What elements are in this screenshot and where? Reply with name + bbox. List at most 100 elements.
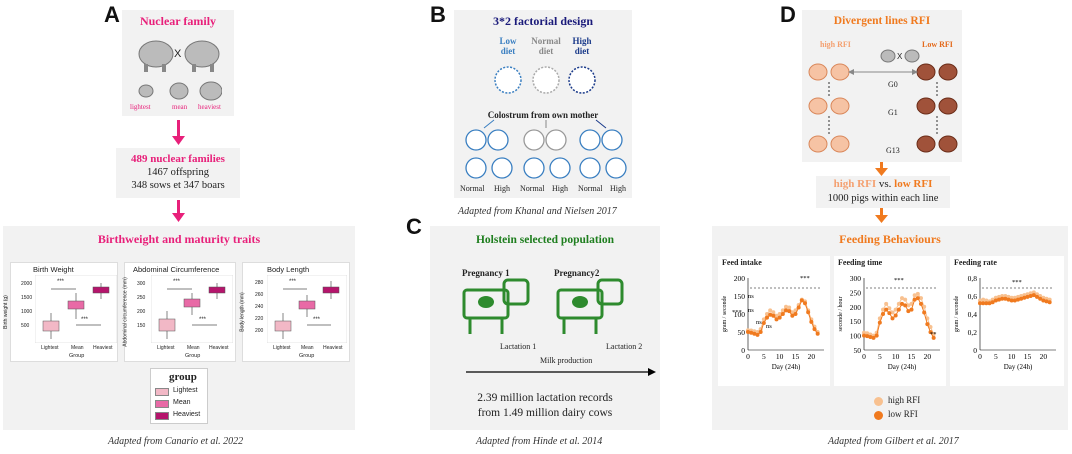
sig-label: *** xyxy=(81,317,89,323)
y-tick-label: 100 xyxy=(734,310,746,319)
y-tick-label: 150 xyxy=(734,292,746,301)
rfi-title: Divergent lines RFI xyxy=(833,15,931,27)
x-tick-label: 0 xyxy=(746,352,750,361)
data-point-low-rfi xyxy=(931,335,936,340)
data-point-low-rfi xyxy=(1035,294,1039,299)
data-point-low-rfi xyxy=(780,312,785,316)
chart-title: Feeding rate xyxy=(954,258,997,267)
y-tick-label: 200 xyxy=(734,274,746,283)
boxplot-plot xyxy=(267,275,347,343)
data-point-low-rfi xyxy=(865,334,870,339)
data-point-high-rfi xyxy=(900,296,904,301)
caption-d: Adapted from Gilbert et al. 2017 xyxy=(828,436,959,447)
data-point-low-rfi xyxy=(978,301,982,306)
xtick: Heaviest xyxy=(93,345,113,351)
data-point-low-rfi xyxy=(871,335,876,340)
series-line-low-rfi xyxy=(747,299,819,336)
sig-label: *** xyxy=(57,279,65,285)
lamb-label: High xyxy=(610,184,626,193)
annotation-label: ** xyxy=(930,331,937,338)
feeding-title: Feeding Behaviours xyxy=(839,232,941,246)
cross-symbol: X xyxy=(897,52,903,61)
ewe-lamb-diagram xyxy=(465,66,627,179)
lactation1-label: Lactation 1 xyxy=(500,342,537,351)
data-point-low-rfi xyxy=(787,309,792,314)
milk-arrow xyxy=(466,368,656,376)
families-line1: 1467 offspring xyxy=(147,167,209,178)
data-point-low-rfi xyxy=(1031,293,1036,298)
low-rfi-label: Low RFI xyxy=(922,40,953,49)
y-tick-label: 250 xyxy=(850,288,862,297)
boxplot-plot xyxy=(35,275,117,343)
x-tick-label: 15 xyxy=(1024,352,1032,361)
data-point-high-rfi xyxy=(896,301,901,306)
data-point-high-rfi xyxy=(893,307,898,312)
y-tick-label: 0,6 xyxy=(968,292,978,301)
data-point-high-rfi xyxy=(903,297,908,302)
data-point-low-rfi xyxy=(881,312,885,316)
x-axis-label: Day (24h) xyxy=(888,363,917,371)
data-point-high-rfi xyxy=(887,306,892,311)
xtick: Lightest xyxy=(273,345,291,351)
y-tick-label: 0,2 xyxy=(968,328,978,337)
legend-label: Lightest xyxy=(173,387,198,394)
data-point-high-rfi xyxy=(862,330,866,335)
data-point-low-rfi xyxy=(903,303,908,308)
y-tick-label: 200 xyxy=(850,303,862,312)
arrow-down-1 xyxy=(177,120,180,140)
pig-label-heaviest: heaviest xyxy=(198,103,221,111)
data-point-low-rfi xyxy=(987,301,992,306)
x-axis-label: Day (24h) xyxy=(1004,363,1033,371)
panel-b-letter: B xyxy=(430,2,446,27)
x-tick-label: 5 xyxy=(762,352,766,361)
xtick: Heaviest xyxy=(209,345,229,351)
y-tick-label: 50 xyxy=(854,346,862,355)
panel-d-letter: D xyxy=(780,2,796,27)
lamb-label: High xyxy=(494,184,510,193)
legend-dot-high xyxy=(874,397,883,406)
x-tick-label: 15 xyxy=(792,352,800,361)
data-point-high-rfi xyxy=(906,303,911,308)
data-point-low-rfi xyxy=(874,333,879,338)
lamb-label: Normal xyxy=(578,184,603,193)
legend-label: low RFI xyxy=(888,409,918,419)
data-point-low-rfi xyxy=(981,301,986,306)
data-point-high-rfi xyxy=(774,313,779,318)
data-point-low-rfi xyxy=(1022,295,1027,300)
data-point-low-rfi xyxy=(1009,298,1014,303)
legend-swatch-heaviest xyxy=(155,412,169,420)
data-point-low-rfi xyxy=(928,330,933,335)
lamb-label: High xyxy=(552,184,568,193)
data-point-low-rfi xyxy=(1006,297,1011,302)
data-point-low-rfi xyxy=(1025,294,1030,299)
sig-label: *** xyxy=(199,317,207,323)
data-point-high-rfi xyxy=(768,308,773,313)
data-point-high-rfi xyxy=(928,324,933,329)
legend-swatch-lightest xyxy=(155,388,169,396)
group-legend: group Lightest Mean Heaviest xyxy=(150,368,208,424)
caption-b: Adapted from Khanal and Nielsen 2017 xyxy=(458,206,617,217)
arrow-d2-head xyxy=(875,215,888,223)
data-point-low-rfi xyxy=(803,301,807,306)
data-point-low-rfi xyxy=(815,331,820,336)
data-point-low-rfi xyxy=(900,301,904,306)
ytick: 240 xyxy=(255,304,264,310)
data-point-low-rfi xyxy=(925,322,930,327)
arrow-head-1 xyxy=(172,136,185,145)
x-tick-label: 15 xyxy=(908,352,916,361)
boxplot-title: Body Length xyxy=(267,265,310,274)
caption-c: Adapted from Hinde et al. 2014 xyxy=(476,436,603,447)
data-point-low-rfi xyxy=(749,330,754,335)
nuclear-family-title: Nuclear family xyxy=(139,14,217,28)
annotation-label: ns xyxy=(756,319,762,326)
data-point-low-rfi xyxy=(1000,296,1005,301)
data-point-low-rfi xyxy=(984,301,989,306)
pregnancy1-label: Pregnancy 1 xyxy=(462,268,510,278)
x-tick-label: 10 xyxy=(1008,352,1016,361)
ytick: 260 xyxy=(255,292,264,298)
arrow-d1-head xyxy=(875,168,888,176)
gen-label: G13 xyxy=(886,146,900,155)
